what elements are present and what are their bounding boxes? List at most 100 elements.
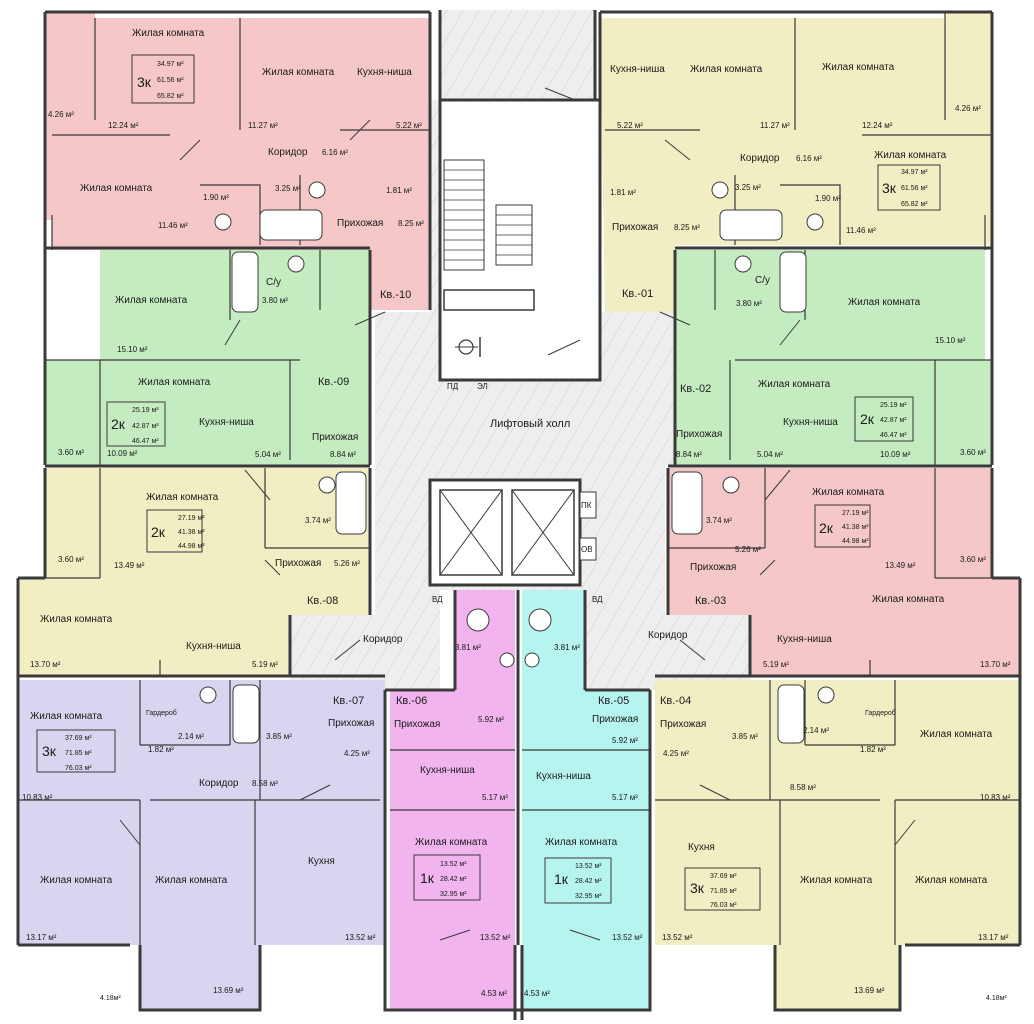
apt06-entry-label: Прихожая (394, 719, 440, 730)
apt05-balcony: 4.53 м² (524, 989, 550, 998)
apt06-living-label: Жилая комната (415, 837, 488, 848)
fixtures (199, 181, 835, 744)
apt09-entry-label: Прихожая (312, 432, 358, 443)
apt01-entry-area: 8.25 м² (674, 223, 700, 232)
apt01-living3-area: 11.46 м² (846, 226, 876, 235)
apt08-area1: 27.19 м² (178, 515, 205, 522)
apt09-living2-label: Жилая комната (138, 377, 211, 388)
apt04-labels: Кв.-04 Прихожая 4.25 м² 3.85 м² 2.14 м² … (660, 695, 1011, 1002)
apt02-living2-area: 10.09 м² (880, 450, 911, 459)
apt01-entry-label: Прихожая (612, 222, 658, 233)
apt10-wc1: 1.90 м² (203, 193, 229, 202)
apt08-area3: 44.98 м² (178, 543, 205, 550)
apt01-name: Кв.-01 (622, 288, 653, 300)
apt05-area1: 13.52 м² (575, 863, 602, 870)
apt07-wc1: 2.14 м² (178, 732, 204, 741)
apt04-living1-label: Жилая комната (920, 729, 993, 740)
balcony-left-bottom (18, 945, 130, 1010)
apt07-area2: 71.85 м² (65, 750, 92, 757)
apt06-balcony: 4.53 м² (481, 989, 507, 998)
apt07-wardrobe-area: 1.82 м² (148, 745, 174, 754)
apt06-bath-area: 3.81 м² (455, 643, 481, 652)
apt09-living1-label: Жилая комната (115, 295, 188, 306)
apt08-kitchen-label: Кухня-ниша (186, 641, 241, 652)
apt07-fill (18, 680, 385, 1010)
apt07-balcony: 4.18м² (100, 995, 121, 1002)
apt03-living2-label: Жилая комната (872, 594, 945, 605)
apt06-name: Кв.-06 (396, 695, 427, 707)
apt03-living2-area: 13.70 м² (980, 660, 1011, 669)
apt08-rooms: 2к (151, 524, 166, 540)
apt10-kitchen-area: 5.22 м² (396, 121, 422, 130)
elevator-block (428, 478, 597, 587)
apt02-bath-label: С/у (755, 275, 770, 286)
apt10-area3: 65.82 м² (157, 93, 184, 100)
apt09-entry-area: 8.84 м² (330, 450, 356, 459)
vd-left-label: ВД (432, 595, 443, 604)
apt06-area2: 28.42 м² (440, 876, 467, 883)
apt03-living1-label: Жилая комната (812, 487, 885, 498)
apt07-corridor-label: Коридор (199, 778, 239, 789)
apt01-labels: Кухня-ниша 5.22 м² Жилая комната 11.27 м… (610, 62, 981, 300)
apt07-name: Кв.-07 (333, 695, 364, 707)
apt07-living3-label: Жилая комната (155, 875, 228, 886)
vd-right-label: ВД (592, 595, 603, 604)
apt06-rooms: 1к (420, 870, 435, 886)
apt07-area3: 76.03 м² (65, 765, 92, 772)
apt04-living3-label: Жилая комната (800, 875, 873, 886)
apt09-rooms: 2к (111, 416, 126, 432)
apt02-living2-label: Жилая комната (758, 379, 831, 390)
apt09-name: Кв.-09 (318, 376, 349, 388)
apt07-living1-area: 10.83 м² (22, 793, 53, 802)
apt01-kitchen-area: 5.22 м² (617, 121, 643, 130)
apt01-area3: 65.82 м² (901, 201, 928, 208)
walls (16, 10, 1022, 1020)
apt03-labels: Жилая комната 2к 27.19 м² 41.38 м² 44.98… (690, 487, 1011, 669)
apt05-entry-label: Прихожая (592, 714, 638, 725)
apt07-living1-label: Жилая комната (30, 711, 103, 722)
apt10-living2-label: Жилая комната (262, 67, 335, 78)
apt09-bath-label: С/у (266, 277, 281, 288)
apt07-kitchen-area: 13.52 м² (345, 933, 376, 942)
apt02-balcony: 3.60 м² (960, 448, 986, 457)
apt10-living1-label: Жилая комната (132, 28, 205, 39)
apt08-living1-area: 13.49 м² (114, 561, 145, 570)
apt02-area3: 46.47 м² (880, 432, 907, 439)
apt09-living2-area: 10.09 м² (107, 449, 138, 458)
pd-label: ПД (447, 382, 459, 391)
apt02-area1: 25.19 м² (880, 402, 907, 409)
apt08-area2: 41.38 м² (178, 529, 205, 536)
apt10-wc3: 1.81 м² (386, 186, 412, 195)
apt06-labels: 3.81 м² Кв.-06 Прихожая 5.92 м² Кухня-ни… (394, 643, 511, 998)
apt05-living-label: Жилая комната (545, 837, 618, 848)
apt10-corridor-area: 6.16 м² (322, 148, 348, 157)
apt09-kitchen-area: 5.04 м² (255, 450, 281, 459)
apt04-living3-area: 13.69 м² (854, 986, 885, 995)
apt04-rooms: 3к (690, 880, 705, 896)
apt08-kitchen-area: 5.19 м² (252, 660, 278, 669)
apt03-rooms: 2к (819, 520, 834, 536)
apt04-entry-label: Прихожая (660, 719, 706, 730)
apt02-living1-label: Жилая комната (848, 297, 921, 308)
apt04-wardrobe-label: Гардероб (865, 709, 896, 717)
apt02-bath-area: 3.80 м² (736, 299, 762, 308)
apt10-kitchen-label: Кухня-ниша (357, 67, 412, 78)
apt04-living2-area: 13.17 м² (978, 933, 1009, 942)
apt03-name: Кв.-03 (695, 595, 726, 607)
apt10-living2-area: 11.27 м² (248, 121, 278, 130)
apt01-wc3: 1.90 м² (815, 194, 841, 203)
apt07-living2-area: 13.17 м² (26, 933, 57, 942)
apt01-living2-area: 12.24 м² (862, 121, 893, 130)
apt07-wc2: 3.85 м² (266, 732, 292, 741)
apt04-entry-area: 4.25 м² (663, 749, 689, 758)
apt06-kitchen-label: Кухня-ниша (420, 765, 475, 776)
apt04-area3: 76.03 м² (710, 902, 737, 909)
corridor-right-label: Коридор (648, 630, 688, 641)
apt05-fill (522, 590, 650, 945)
apt01-fill (600, 12, 992, 312)
apt03-area2: 41.38 м² (842, 524, 869, 531)
apt07-entry-area: 4.25 м² (344, 749, 370, 758)
apt01-area1: 34.97 м² (901, 169, 928, 176)
apt02-name: Кв.-02 (680, 383, 711, 395)
